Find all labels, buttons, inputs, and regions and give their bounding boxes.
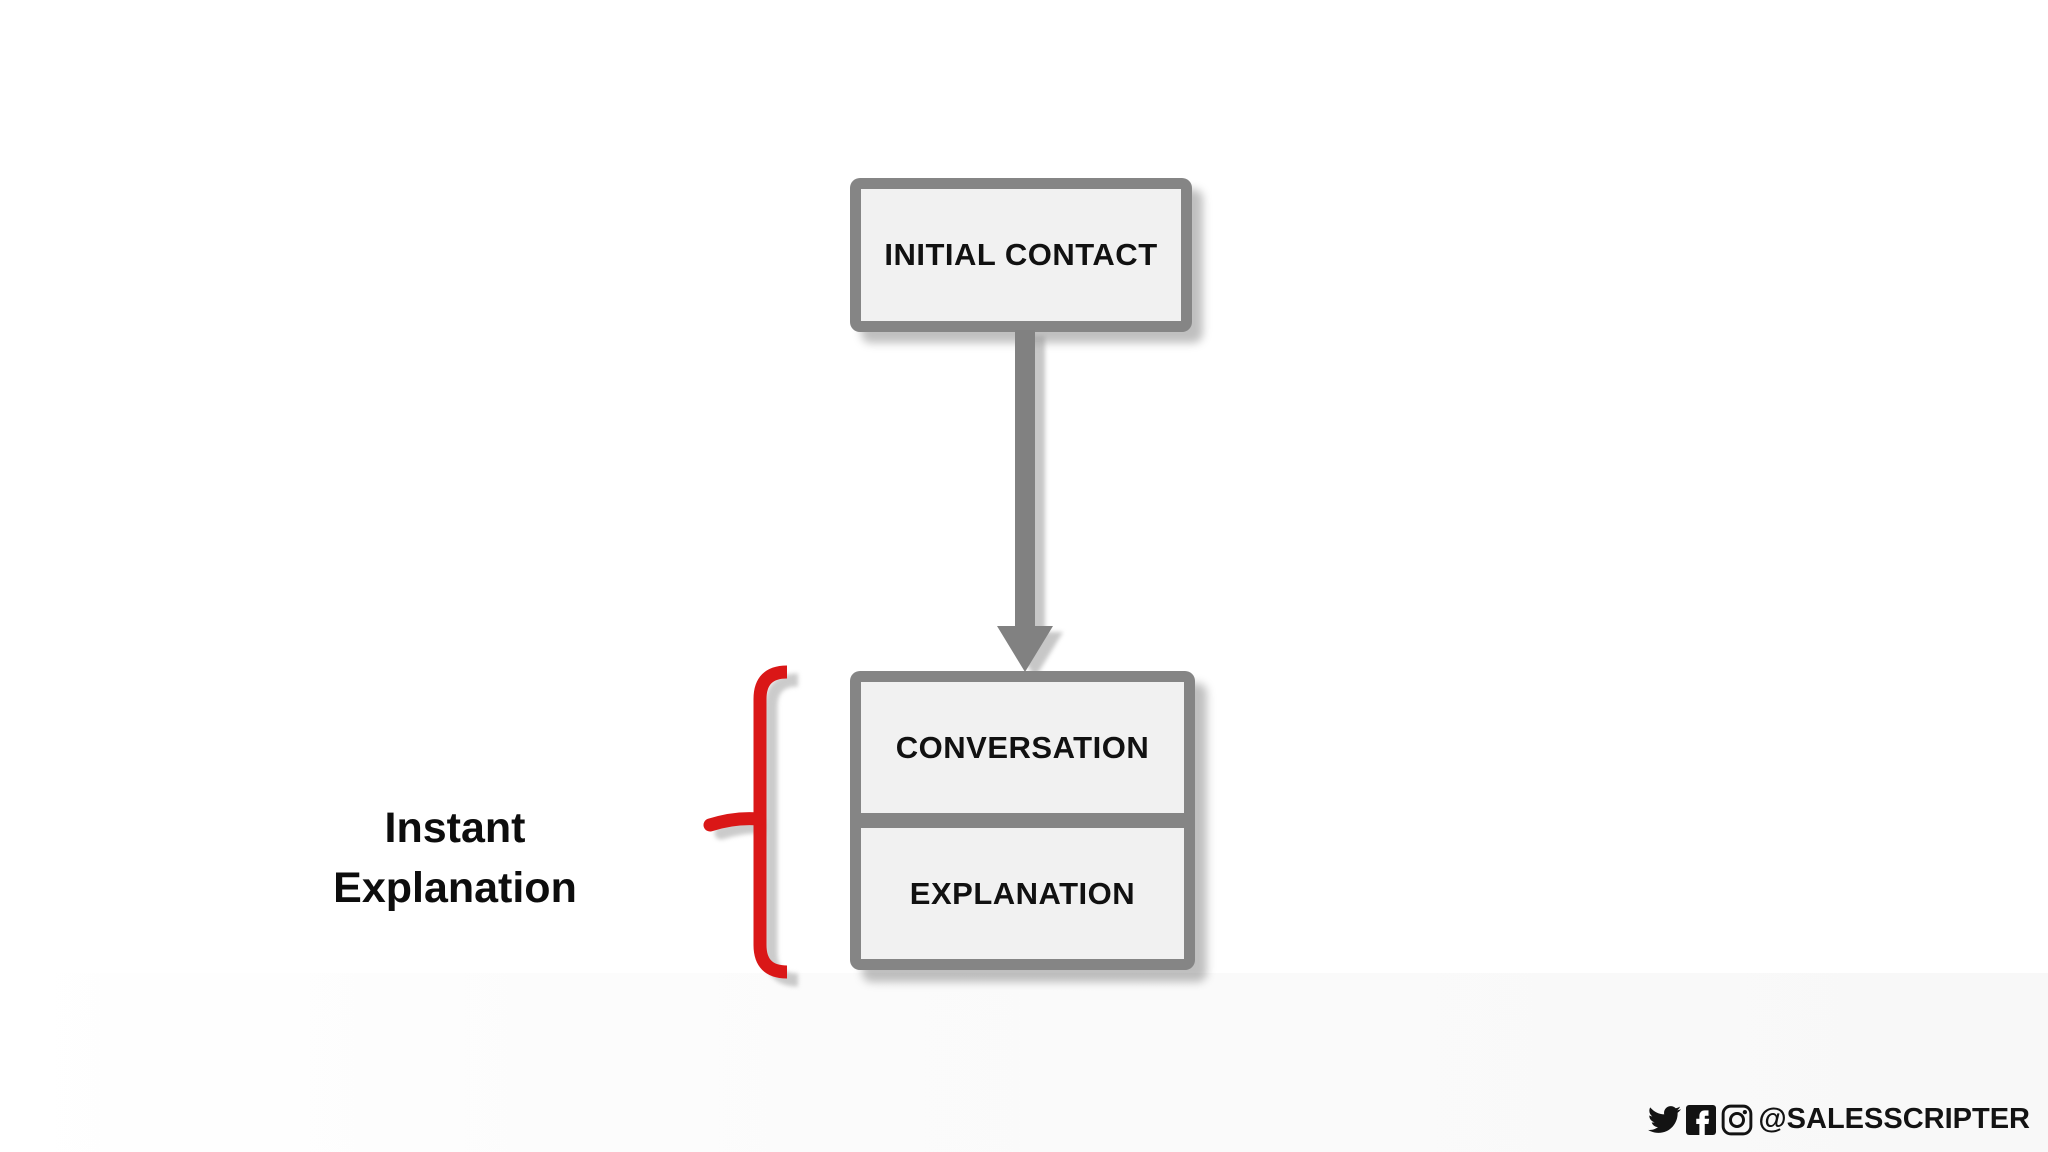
conversation-label: CONVERSATION [895, 729, 1150, 765]
brace-shape [703, 665, 788, 979]
flow-node-initial-contact: INITIAL CONTACT [850, 178, 1192, 332]
flow-node-stack: CONVERSATION EXPLANATION [850, 671, 1195, 970]
watermark: @SALESSCRIPTER [1648, 1103, 2030, 1136]
instagram-icon [1722, 1104, 1753, 1135]
annotation-line2: Explanation [333, 864, 577, 912]
explanation-label: EXPLANATION [909, 875, 1136, 911]
watermark-handle: @SALESSCRIPTER [1758, 1103, 2030, 1135]
facebook-icon [1686, 1104, 1717, 1135]
flow-node-explanation: EXPLANATION [861, 828, 1184, 959]
annotation-line1: Instant [384, 804, 526, 852]
initial-contact-label: INITIAL CONTACT [884, 237, 1158, 272]
twitter-icon [1648, 1106, 1682, 1133]
flow-node-conversation: CONVERSATION [861, 682, 1184, 813]
arrow-shape [997, 330, 1053, 672]
down-arrow-connector [997, 330, 1063, 678]
annotation-label: Instant Explanation [215, 798, 695, 918]
red-brace [703, 665, 799, 987]
